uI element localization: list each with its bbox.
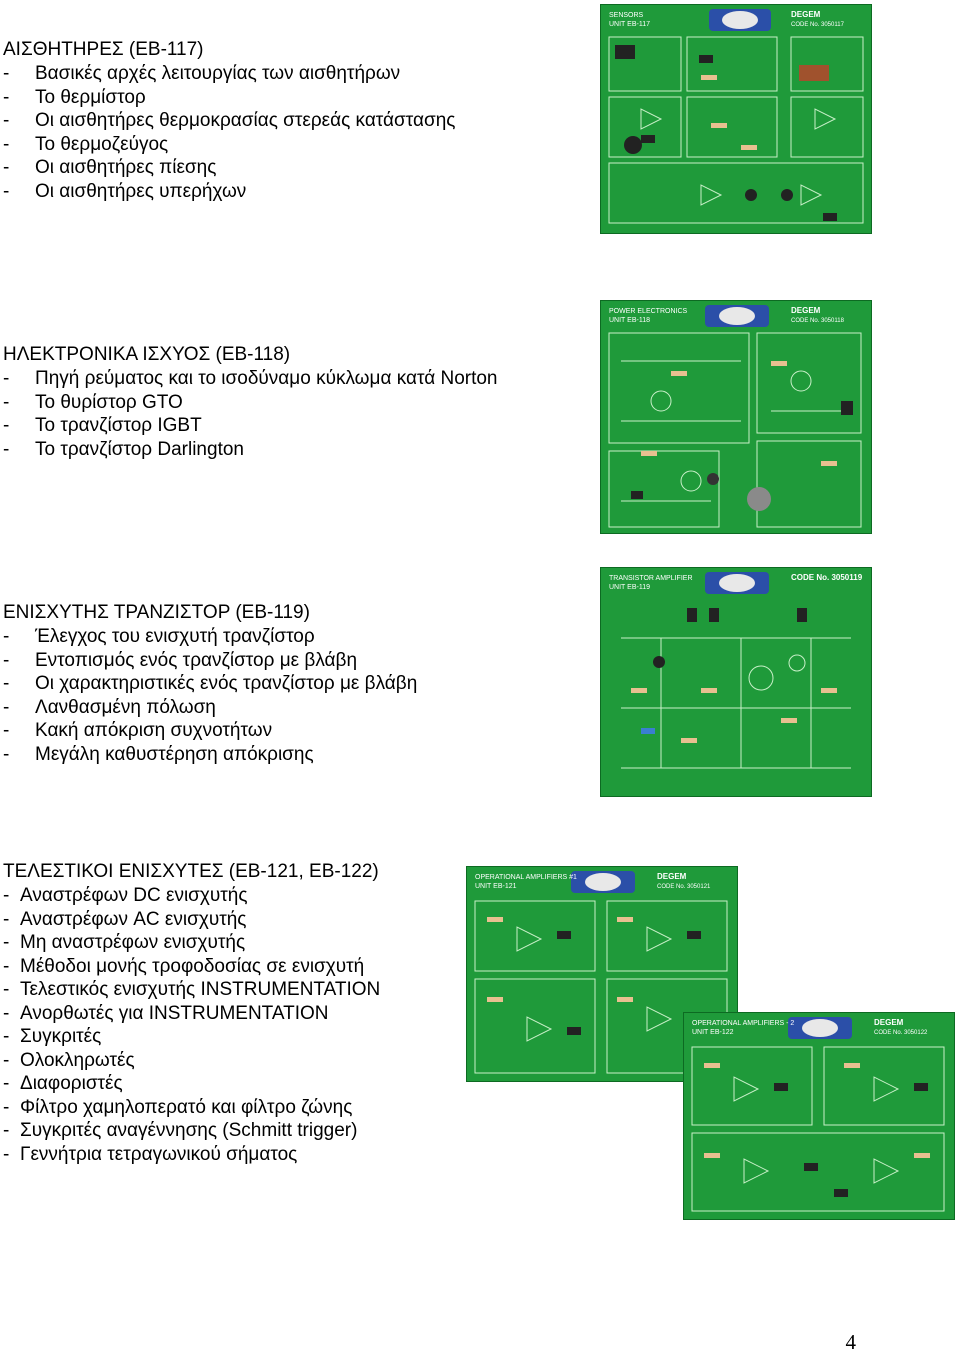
list-item: Αναστρέφων AC ενισχυτής [20, 908, 247, 930]
list-dash: - [3, 1096, 10, 1118]
list-dash: - [3, 885, 10, 906]
svg-text:UNIT EB-119: UNIT EB-119 [609, 584, 650, 591]
list-dash: - [3, 110, 10, 131]
list-item: Πηγή ρεύματος και το ισοδύναμο κύκλωμα κ… [35, 368, 498, 389]
list-item: Το τρανζίστορ IGBT [35, 415, 202, 436]
list-dash: - [3, 673, 10, 694]
svg-text:CODE No. 3050117: CODE No. 3050117 [791, 22, 845, 28]
list-dash: - [3, 1120, 10, 1141]
svg-text:CODE No. 3050119: CODE No. 3050119 [791, 573, 863, 582]
section-title-opamps: ΤΕΛΕΣΤΙΚΟΙ ΕΝΙΣΧΥΤΕΣ (EB-121, EB-122) [3, 861, 379, 882]
list-dash: - [3, 86, 10, 108]
list-item: Οι αισθητήρες πίεσης [35, 157, 217, 178]
board-label-opamps-1: OPERATIONAL AMPLIFIERS #1 [475, 874, 577, 881]
svg-text:UNIT EB-117: UNIT EB-117 [609, 21, 650, 28]
list-item: Βασικές αρχές λειτουργίας των αισθητήρων [35, 63, 401, 84]
list-item: Έλεγχος του ενισχυτή τρανζίστορ [35, 626, 315, 647]
board-image-sensors: SENSORS UNIT EB-117 DEGEM CODE No. 30501… [600, 4, 872, 234]
svg-text:UNIT EB-122: UNIT EB-122 [692, 1029, 734, 1036]
list-item: Το τρανζίστορ Darlington [35, 438, 244, 460]
list-item: Κακή απόκριση συχνοτήτων [35, 720, 273, 741]
svg-text:UNIT EB-118: UNIT EB-118 [609, 317, 650, 324]
board-label-transistor: TRANSISTOR AMPLIFIER [609, 575, 693, 582]
list-item: Οι αισθητήρες υπερήχων [35, 180, 247, 202]
list-dash: - [3, 1143, 10, 1165]
list-item: Συγκριτές αναγέννησης (Schmitt trigger) [20, 1120, 358, 1141]
list-dash: - [3, 696, 10, 718]
list-item: Το θυρίστορ GTO [35, 391, 183, 413]
svg-text:UNIT EB-121: UNIT EB-121 [475, 883, 517, 890]
list-item: Μη αναστρέφων ενισχυτής [20, 932, 246, 953]
list-item: Φίλτρο χαμηλοπερατό και φίλτρο ζώνης [20, 1096, 353, 1118]
list-dash: - [3, 133, 10, 155]
list-dash: - [3, 1049, 10, 1071]
list-dash: - [3, 1002, 10, 1024]
list-dash: - [3, 626, 10, 647]
list-item: Το θερμοζεύγος [35, 133, 169, 155]
list-item: Διαφοριστές [20, 1073, 123, 1094]
svg-text:DEGEM: DEGEM [874, 1018, 904, 1027]
page-number: 4 [845, 1330, 857, 1354]
board-image-opamps-1: OPERATIONAL AMPLIFIERS #1 UNIT EB-121 DE… [466, 866, 738, 1082]
list-dash: - [3, 720, 10, 741]
list-dash: - [3, 649, 10, 671]
section-title-sensors: ΑΙΣΘΗΤΗΡΕΣ (EB-117) [3, 39, 204, 60]
list-item: Ολοκληρωτές [20, 1049, 135, 1071]
list-item: Μεγάλη καθυστέρηση απόκρισης [35, 743, 314, 765]
list-item: Μέθοδοι μονής τροφοδοσίας σε ενισχυτή [20, 955, 365, 977]
board-label-sensors: SENSORS [609, 12, 644, 19]
list-item: Το θερμίστορ [35, 86, 146, 108]
section-title-transistor: ΕΝΙΣΧΥΤΗΣ ΤΡΑΝΖΙΣΤΟΡ (EB-119) [3, 602, 310, 623]
section-title-power: ΗΛΕΚΤΡΟΝΙΚΑ ΙΣΧΥΟΣ (EB-118) [3, 344, 291, 365]
board-image-power: POWER ELECTRONICS UNIT EB-118 DEGEM CODE… [600, 300, 872, 534]
board-label-power: POWER ELECTRONICS [609, 308, 688, 315]
list-dash: - [3, 157, 10, 178]
list-item: Οι αισθητήρες θερμοκρασίας στερεάς κατάσ… [35, 110, 456, 131]
board-image-transistor: TRANSISTOR AMPLIFIER UNIT EB-119 CODE No… [600, 567, 872, 797]
list-dash: - [3, 955, 10, 977]
list-item: Οι χαρακτηριστικές ενός τρανζίστορ με βλ… [35, 673, 418, 694]
svg-text:CODE No. 3050122: CODE No. 3050122 [874, 1030, 928, 1036]
list-dash: - [3, 438, 10, 460]
list-dash: - [3, 979, 10, 1000]
svg-text:CODE No. 3050118: CODE No. 3050118 [791, 318, 845, 324]
svg-text:DEGEM: DEGEM [791, 306, 821, 315]
list-dash: - [3, 908, 10, 930]
list-item: Τελεστικός ενισχυτής INSTRUMENTATION [20, 979, 381, 1000]
list-item: Λανθασμένη πόλωση [35, 696, 216, 718]
svg-text:CODE No. 3050121: CODE No. 3050121 [657, 884, 711, 890]
list-item: Αναστρέφων DC ενισχυτής [20, 885, 248, 906]
svg-text:DEGEM: DEGEM [657, 872, 687, 881]
list-item: Ανορθωτές για INSTRUMENTATION [20, 1002, 329, 1024]
list-item: Συγκριτές [20, 1026, 102, 1047]
list-dash: - [3, 932, 10, 953]
list-dash: - [3, 368, 10, 389]
list-dash: - [3, 1073, 10, 1094]
list-item: Γεννήτρια τετραγωνικού σήματος [20, 1143, 298, 1165]
svg-text:DEGEM: DEGEM [791, 10, 821, 19]
list-dash: - [3, 415, 10, 436]
list-item: Εντοπισμός ενός τρανζίστορ με βλάβη [35, 649, 358, 671]
list-dash: - [3, 63, 10, 84]
list-dash: - [3, 1026, 10, 1047]
list-dash: - [3, 743, 10, 765]
list-dash: - [3, 391, 10, 413]
list-dash: - [3, 180, 10, 202]
board-label-opamps-2: OPERATIONAL AMPLIFIERS - 2 [692, 1020, 794, 1027]
board-image-opamps-2: OPERATIONAL AMPLIFIERS - 2 UNIT EB-122 D… [683, 1012, 955, 1220]
